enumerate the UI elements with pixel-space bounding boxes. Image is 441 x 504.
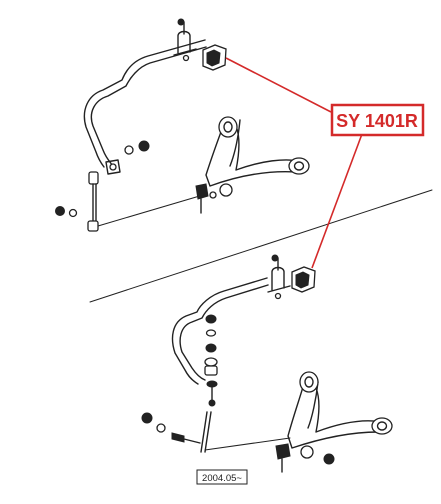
upper-bushing	[202, 44, 227, 71]
section-divider-line	[89, 189, 433, 303]
lower-link-washer-left	[156, 423, 166, 433]
upper-sway-bar	[90, 46, 207, 167]
part-callout: SY 1401R	[225, 57, 425, 269]
upper-link-bracket	[105, 159, 121, 175]
lower-bolt-shaft	[183, 438, 201, 444]
upper-link-bracket-hole	[109, 163, 117, 171]
lower-link-arm-line	[204, 437, 291, 451]
lower-arm-nut	[323, 453, 335, 465]
upper-ball-joint	[195, 183, 217, 214]
upper-stabilizer-link	[87, 171, 99, 232]
upper-nut	[138, 140, 150, 152]
lower-sway-bar-inner	[171, 277, 268, 385]
lower-sway-bar	[179, 284, 269, 381]
upper-link-nut-left	[55, 206, 65, 216]
date-box: 2004.05~	[196, 469, 248, 485]
upper-assembly	[55, 18, 310, 232]
upper-sway-bar-inner	[83, 39, 206, 168]
lower-clamp-nut	[274, 292, 282, 300]
upper-clamp-nut	[182, 54, 190, 62]
upper-control-arm	[205, 116, 310, 197]
callout-line-upper	[225, 57, 332, 113]
date-label: 2004.05~	[202, 473, 242, 484]
part-label: SY 1401R	[336, 111, 418, 131]
lower-bolt-sleeve	[171, 432, 185, 443]
lower-ball-joint	[275, 443, 291, 473]
lower-link-nut-left	[141, 412, 153, 424]
callout-line-lower	[311, 133, 363, 269]
lower-control-arm	[287, 371, 393, 459]
upper-link-arm-line	[97, 194, 204, 227]
lower-assembly	[141, 254, 393, 473]
upper-link-washer-left	[68, 208, 78, 218]
lower-link-rod	[200, 411, 212, 453]
lower-clamp-bolt-head	[271, 254, 279, 262]
lower-link-stack	[204, 314, 218, 407]
lower-bar-clamp	[267, 266, 291, 293]
part-label-box	[330, 103, 425, 137]
upper-clamp-bolt-head	[177, 18, 185, 26]
upper-washer	[124, 145, 134, 155]
lower-bushing	[291, 266, 316, 293]
